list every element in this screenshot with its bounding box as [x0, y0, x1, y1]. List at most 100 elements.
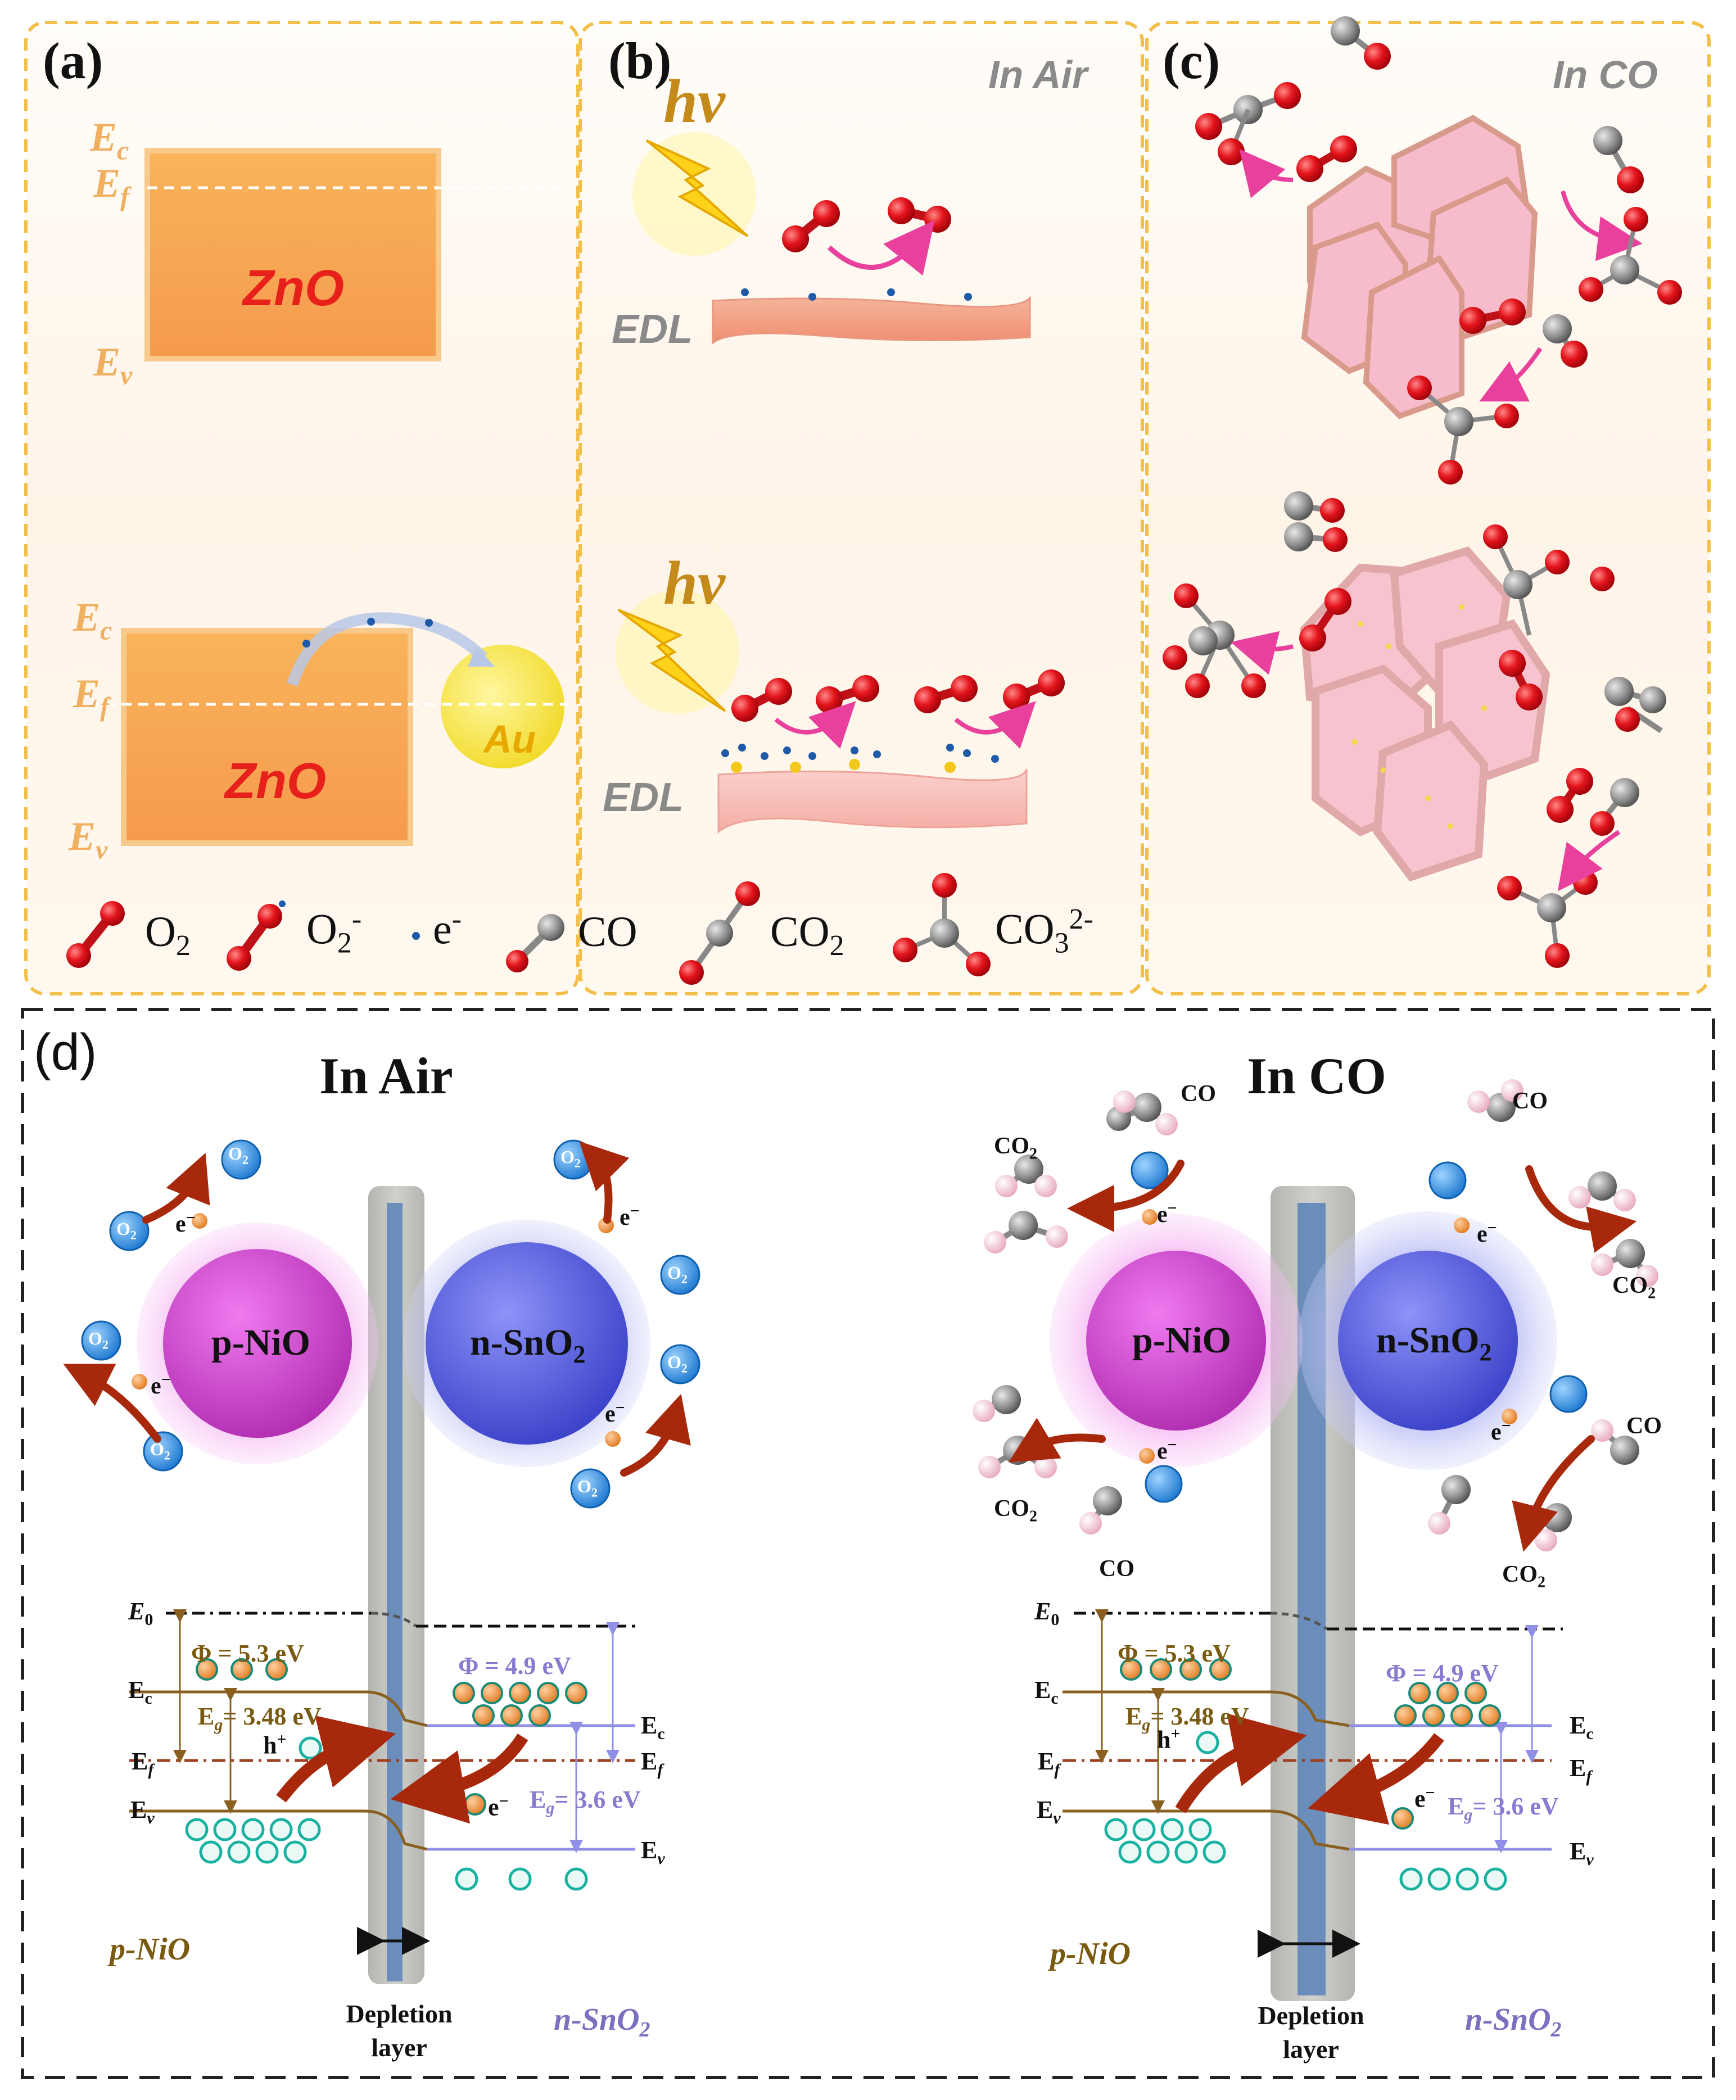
ev-label-right-n: Ev: [1570, 1838, 1594, 1869]
ef-label-a-bottom: Ef: [73, 671, 110, 722]
co-label: CO: [1099, 1556, 1134, 1582]
legend-co2: CO2: [770, 908, 844, 962]
electron-label: e−: [605, 1399, 625, 1427]
panel-c-condition: In CO: [1553, 53, 1658, 97]
phi-p-right: Φ = 5.3 eV: [1118, 1640, 1231, 1667]
o2-adsorption-left: [81, 1139, 700, 1509]
p-nio-caption-right: p-NiO: [1050, 1936, 1131, 1971]
ef-label-left-n: Ef: [641, 1748, 663, 1779]
zno-band-box-top: [144, 148, 568, 361]
o2-label: O2: [150, 1439, 170, 1463]
electron-label: e−: [151, 1370, 171, 1399]
zno-band-box-bottom: [71, 612, 569, 846]
o2-minus-label: O2: [88, 1328, 108, 1352]
hole-label-right: h+: [1157, 1725, 1181, 1754]
band-diagram-right: [1063, 1609, 1563, 1958]
in-co-title: In CO: [1247, 1047, 1386, 1105]
gas-molecules-panel-c: [1163, 16, 1682, 968]
co2-label: CO2: [994, 1133, 1037, 1163]
panel-d-tag: (d): [34, 1024, 97, 1081]
lightning-bolt-bottom: [616, 590, 739, 714]
ev-label-left-n: Ev: [641, 1836, 665, 1868]
n-sno2-label-right: n-SnO2: [1376, 1320, 1492, 1366]
legend-o2-minus: O2-: [306, 903, 362, 960]
p-nio-sphere-right: [1050, 1214, 1303, 1467]
au-particle: [441, 645, 564, 768]
panel-b-condition: In Air: [988, 53, 1088, 97]
reaction-arrows-left: [63, 1141, 691, 1477]
legend-electron: e-: [433, 903, 462, 953]
zno-label-top: ZnO: [243, 260, 344, 316]
panel-c-frame: [1145, 21, 1711, 995]
panel-a-tag: (a): [43, 32, 103, 89]
p-nio-label-right: p-NiO: [1132, 1320, 1232, 1361]
ev-label-right: Ev: [1037, 1796, 1061, 1827]
lightning-bolt-top: [632, 132, 756, 256]
co-label: CO: [1512, 1088, 1548, 1114]
electron-label: e−: [1157, 1436, 1177, 1464]
electron-label: e−: [175, 1209, 196, 1237]
co-label: CO: [1181, 1081, 1216, 1107]
o2-minus-label: O2: [228, 1143, 248, 1167]
panel-b-frame: [578, 21, 1144, 995]
ev-label-a-top: Ev: [93, 340, 133, 391]
legend-co3: CO32-: [995, 903, 1093, 960]
edl-layer-top: [712, 288, 1031, 345]
e0-label-right: E0: [1034, 1597, 1060, 1629]
o2-label: O2: [667, 1262, 688, 1286]
eg-p-right: Eg= 3.48 eV: [1125, 1703, 1249, 1734]
co-co2-molecules-right: [973, 1079, 1658, 1552]
edl-label-top: EDL: [612, 307, 693, 352]
electron-label: e−: [1477, 1219, 1497, 1247]
p-nio-caption-left: p-NiO: [110, 1932, 191, 1967]
o2-label: O2: [577, 1476, 598, 1500]
co-label: CO: [1626, 1413, 1662, 1439]
hv-label-bottom: hv: [663, 549, 725, 617]
crystal-cluster-top: [1301, 115, 1538, 419]
band-diagram-left: [129, 1609, 635, 1955]
o2-minus-label: O2: [667, 1352, 688, 1375]
legend-o2: O2: [145, 908, 191, 962]
oxygen-adsorption-bottom: [731, 669, 1065, 749]
p-nio-sphere-left: [137, 1223, 378, 1464]
legend-co: CO: [578, 908, 638, 956]
n-sno2-sphere-left: [403, 1220, 650, 1467]
panel-c-tag: (c): [1163, 32, 1220, 89]
phi-n-right: Φ = 4.9 eV: [1386, 1659, 1499, 1687]
e0-label-left: E0: [128, 1597, 153, 1629]
eg-n-right: Eg= 3.6 eV: [1448, 1793, 1559, 1824]
n-sno2-caption-left: n-SnO2: [554, 2002, 650, 2042]
au-label: Au: [483, 717, 536, 761]
ec-label-left: Ec: [128, 1676, 152, 1708]
crystal-cluster-bottom: [1300, 546, 1550, 882]
o2-minus-label: O2: [560, 1147, 581, 1170]
ec-label-right-n: Ec: [1570, 1712, 1594, 1743]
p-nio-label-left: p-NiO: [211, 1322, 311, 1363]
electron-label: e−: [620, 1202, 640, 1230]
co2-label: CO2: [1612, 1273, 1656, 1302]
ef-label-right: Ef: [1038, 1748, 1060, 1779]
panel-b-tag: (b): [608, 32, 672, 89]
oxygen-adsorption-top: [782, 197, 951, 276]
electron-band-label-left: e−: [488, 1792, 509, 1821]
ec-label-a-top: Ec: [90, 115, 129, 166]
edl-label-bottom: EDL: [603, 775, 684, 820]
edl-layer-bottom: [717, 744, 1028, 834]
phi-p-left: Φ = 5.3 eV: [191, 1640, 304, 1667]
eg-p-left: Eg= 3.48 eV: [198, 1703, 322, 1734]
electron-label: e−: [1157, 1199, 1177, 1228]
ef-label-right-n: Ef: [1570, 1754, 1592, 1786]
ec-label-a-bottom: Ec: [73, 595, 112, 646]
eg-n-left: Eg= 3.6 eV: [530, 1786, 641, 1817]
ef-label-a-top: Ef: [93, 161, 130, 212]
ev-label-a-bottom: Ev: [69, 814, 108, 865]
zno-label-bottom: ZnO: [225, 753, 326, 809]
legend-icons: [66, 873, 991, 985]
panel-d-frame: [21, 1008, 1715, 2079]
ec-label-right: Ec: [1034, 1676, 1059, 1708]
electron-band-label-right: e−: [1414, 1784, 1435, 1813]
